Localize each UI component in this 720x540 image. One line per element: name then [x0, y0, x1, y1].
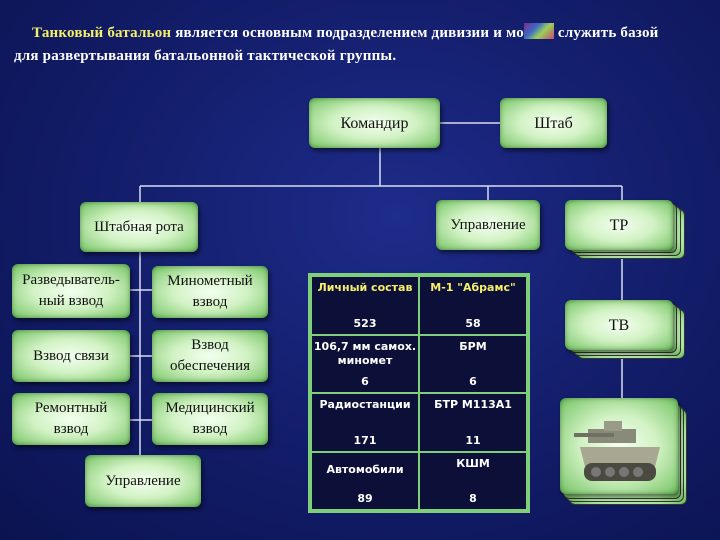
- supply-platoon-label: Взвод обеспечения: [169, 337, 251, 374]
- tv-box: ТВ: [565, 300, 673, 350]
- management-label: Управление: [450, 216, 526, 233]
- medical-platoon-box: Медицинский взвод: [152, 393, 268, 445]
- hq-management-label: Управление: [105, 472, 181, 489]
- repair-platoon-label: Ремонтный взвод: [34, 400, 108, 437]
- tr-box: ТР: [565, 200, 673, 250]
- tv-label: ТВ: [608, 316, 630, 334]
- hq-company-box: Штабная рота: [80, 202, 198, 252]
- hq-management-box: Управление: [85, 455, 201, 507]
- staff-label: Штаб: [534, 114, 573, 132]
- mortar-platoon-label: Минометный взвод: [167, 273, 253, 310]
- commander-label: Командир: [340, 114, 409, 132]
- staff-box: Штаб: [500, 98, 607, 148]
- heading-highlight: Танковый батальон: [32, 25, 172, 41]
- repair-platoon-box: Ремонтный взвод: [12, 393, 130, 445]
- heading-line2: для развертывания батальонной тактическо…: [14, 48, 397, 64]
- tank-icon: [574, 421, 660, 481]
- logo-icon: [523, 23, 554, 39]
- commander-box: Командир: [309, 98, 440, 148]
- supply-platoon-box: Взвод обеспечения: [152, 330, 268, 382]
- heading: Танковый батальон является основным подр…: [14, 22, 714, 68]
- signal-platoon-box: Взвод связи: [12, 330, 130, 382]
- mortar-platoon-box: Минометный взвод: [152, 266, 268, 318]
- recon-platoon-label: Разведыватель-ный взвод: [22, 272, 120, 309]
- tr-label: ТР: [609, 216, 629, 234]
- medical-platoon-label: Медицинский взвод: [165, 400, 255, 437]
- heading-line1-end: служить базой: [553, 25, 659, 41]
- heading-line1: является основным подразделением дивизии…: [171, 25, 524, 41]
- hq-company-label: Штабная рота: [94, 218, 184, 235]
- recon-platoon-box: Разведыватель-ный взвод: [12, 264, 130, 318]
- table-cell: М-1 "Абрамс"58: [419, 276, 527, 335]
- management-box: Управление: [436, 200, 540, 250]
- signal-platoon-label: Взвод связи: [33, 347, 109, 364]
